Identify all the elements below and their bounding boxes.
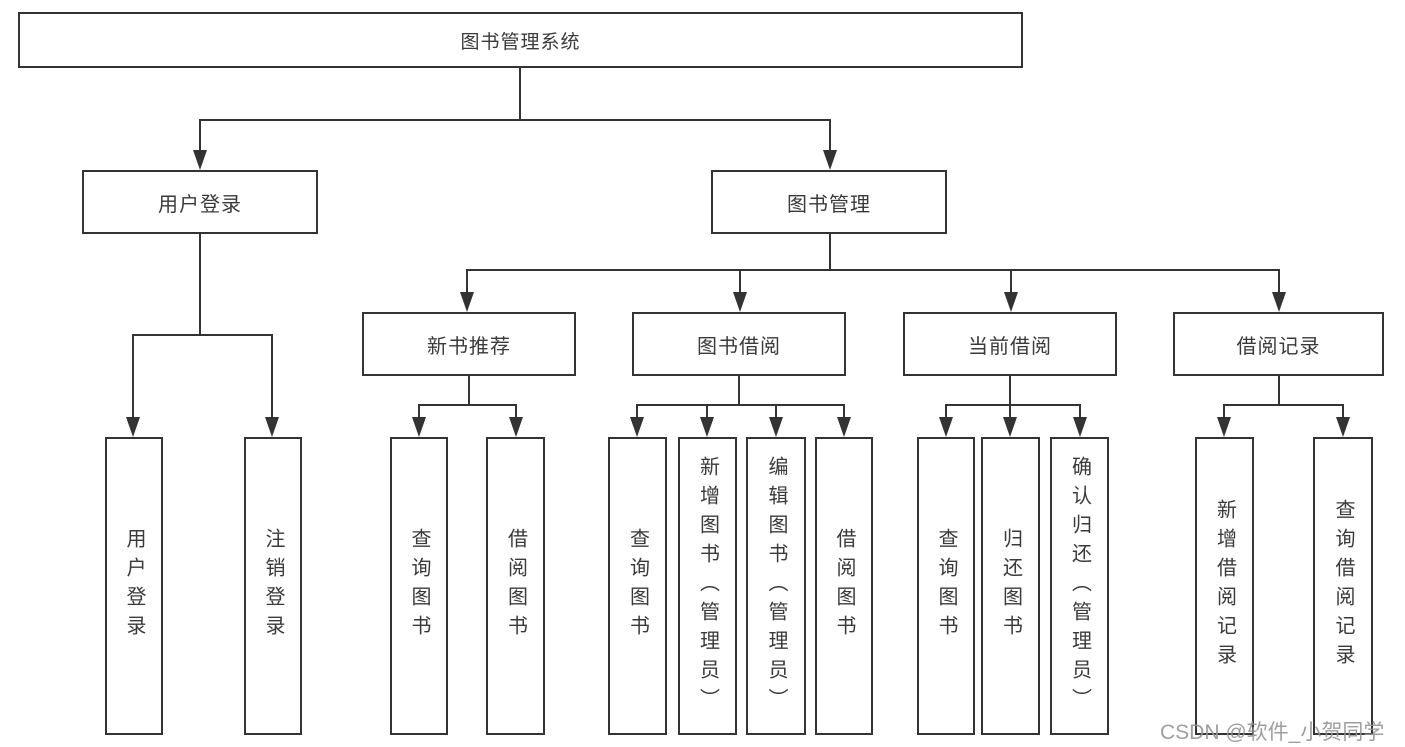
leaf-query-books-2: 查询图书 xyxy=(608,437,667,735)
node-user-login: 用户登录 xyxy=(82,170,318,234)
node-new-book-recommend-label: 新书推荐 xyxy=(427,335,511,358)
leaf-add-borrow-record-label: 新增借阅记录 xyxy=(1213,499,1236,673)
arrowhead xyxy=(1003,417,1017,437)
node-root-label: 图书管理系统 xyxy=(460,31,581,53)
leaf-borrow-books-1-label: 借阅图书 xyxy=(504,528,527,644)
arrowhead xyxy=(1217,417,1231,437)
watermark: CSDN @软件_小贺同学 xyxy=(1160,721,1385,744)
leaf-query-books-2-label: 查询图书 xyxy=(626,528,649,644)
connector-borrow-records-leaves xyxy=(1223,376,1344,417)
leaf-edit-book-admin-label: 编辑图书（管理员） xyxy=(765,455,787,717)
leaf-query-books-3: 查询图书 xyxy=(917,437,975,735)
connector-user-login-leaves xyxy=(132,234,273,417)
arrowhead xyxy=(630,417,644,437)
node-book-borrow: 图书借阅 xyxy=(632,312,846,376)
leaf-user-login-label: 用户登录 xyxy=(123,528,145,644)
node-book-management-label: 图书管理 xyxy=(787,193,871,216)
arrowhead xyxy=(700,417,714,437)
connector-root-level2 xyxy=(199,68,831,150)
leaf-user-login: 用户登录 xyxy=(105,437,163,735)
arrowhead xyxy=(733,292,747,312)
leaf-return-book-label: 归还图书 xyxy=(999,528,1022,644)
arrowhead xyxy=(193,150,207,170)
leaf-add-borrow-record: 新增借阅记录 xyxy=(1195,437,1254,735)
leaf-query-books-1-label: 查询图书 xyxy=(408,528,430,644)
node-book-management: 图书管理 xyxy=(711,170,947,234)
arrowhead xyxy=(1004,292,1018,312)
leaf-query-borrow-record-label: 查询借阅记录 xyxy=(1332,499,1354,673)
leaf-borrow-books-2-label: 借阅图书 xyxy=(833,528,855,644)
leaf-query-books-1: 查询图书 xyxy=(390,437,448,735)
leaf-add-book-admin: 新增图书（管理员） xyxy=(678,437,737,735)
leaf-confirm-return-admin-label: 确认归还（管理员） xyxy=(1068,455,1091,717)
leaf-return-book: 归还图书 xyxy=(981,437,1040,735)
leaf-edit-book-admin: 编辑图书（管理员） xyxy=(746,437,806,735)
leaf-borrow-books-1: 借阅图书 xyxy=(486,437,545,735)
leaf-logout: 注销登录 xyxy=(244,437,302,735)
node-borrow-records-label: 借阅记录 xyxy=(1236,335,1321,358)
connector-new-book-leaves xyxy=(418,376,517,417)
arrowhead xyxy=(823,150,837,170)
arrowhead xyxy=(939,417,953,437)
node-current-borrow: 当前借阅 xyxy=(903,312,1117,376)
leaf-confirm-return-admin: 确认归还（管理员） xyxy=(1050,437,1109,735)
arrowhead xyxy=(460,292,474,312)
connector-book-management-level3 xyxy=(466,234,1280,292)
leaf-add-book-admin-label: 新增图书（管理员） xyxy=(696,455,719,717)
arrowhead xyxy=(1073,417,1087,437)
node-borrow-records: 借阅记录 xyxy=(1173,312,1384,376)
node-new-book-recommend: 新书推荐 xyxy=(362,312,576,376)
arrowhead xyxy=(1336,417,1350,437)
connector-current-borrow-leaves xyxy=(945,376,1081,417)
node-book-borrow-label: 图书借阅 xyxy=(697,335,781,358)
arrowhead xyxy=(265,417,279,437)
arrowhead xyxy=(412,417,426,437)
node-user-login-label: 用户登录 xyxy=(158,193,242,216)
leaf-borrow-books-2: 借阅图书 xyxy=(815,437,873,735)
arrowhead xyxy=(509,417,523,437)
node-current-borrow-label: 当前借阅 xyxy=(968,335,1052,358)
leaf-query-borrow-record: 查询借阅记录 xyxy=(1313,437,1373,735)
leaf-query-books-3-label: 查询图书 xyxy=(935,528,957,644)
connector-book-borrow-leaves xyxy=(636,376,845,417)
leaf-logout-label: 注销登录 xyxy=(262,528,284,644)
arrowhead xyxy=(126,417,140,437)
arrowhead xyxy=(837,417,851,437)
node-root: 图书管理系统 xyxy=(18,12,1023,68)
arrowhead xyxy=(1272,292,1286,312)
arrowhead xyxy=(769,417,783,437)
